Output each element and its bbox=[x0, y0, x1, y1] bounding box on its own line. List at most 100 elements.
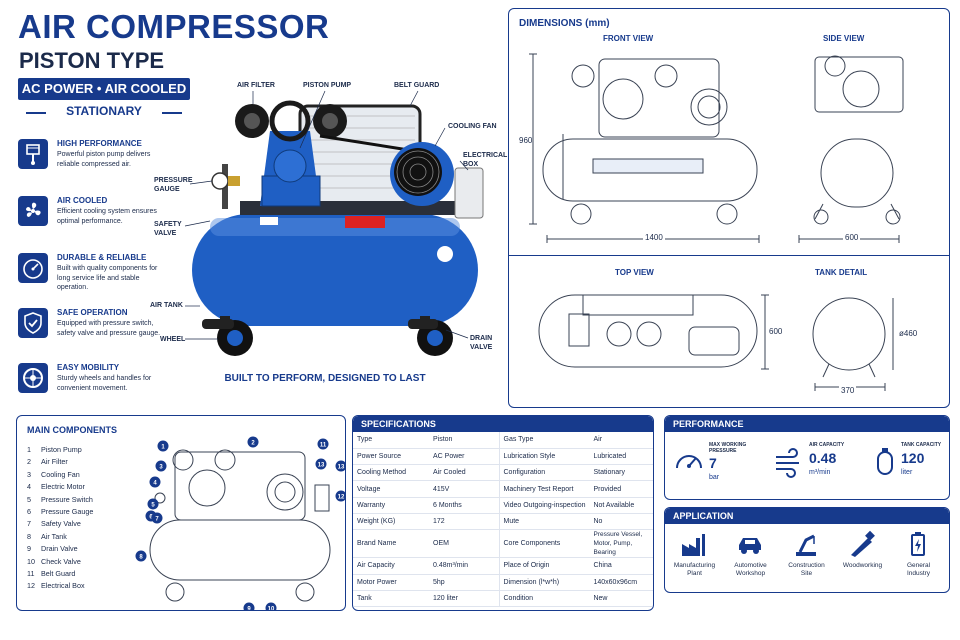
perf-air-capacity: AIR CAPACITY 0.48 m³/min bbox=[773, 440, 868, 499]
svg-text:5: 5 bbox=[151, 503, 155, 509]
spec-value: Lubricated bbox=[589, 448, 653, 466]
divider bbox=[162, 112, 182, 114]
feature-mobility: EASY MOBILITY Sturdy wheels and handles … bbox=[18, 363, 158, 413]
crane-icon bbox=[796, 534, 816, 556]
component-item: 12 Electrical Box bbox=[27, 580, 137, 592]
spec-key: Tank bbox=[353, 590, 429, 608]
svg-text:10: 10 bbox=[268, 607, 275, 611]
dimensions-title: DIMENSIONS (mm) bbox=[519, 18, 610, 29]
feature-air-cooled: AIR COOLED Efficient cooling system ensu… bbox=[18, 196, 158, 246]
component-number: 10 bbox=[27, 556, 35, 566]
perf-value: 0.48 bbox=[809, 450, 837, 466]
spec-key: Gas Type bbox=[499, 432, 590, 449]
performance-title: PERFORMANCE bbox=[665, 416, 949, 432]
component-label: Air Filter bbox=[41, 457, 68, 467]
spec-value: 0.48m³/min bbox=[429, 557, 500, 575]
side-view-label: SIDE VIEW bbox=[823, 34, 865, 43]
app-label: Automotive Workshop bbox=[734, 562, 767, 577]
component-label: Cooling Fan bbox=[41, 469, 80, 479]
component-label: Pressure Switch bbox=[41, 494, 93, 504]
spec-key: Place of Origin bbox=[499, 557, 590, 575]
component-marker: 10 bbox=[265, 602, 277, 611]
perf-label: MAX WORKING PRESSURE bbox=[709, 442, 747, 454]
component-label: Piston Pump bbox=[41, 445, 82, 454]
feature-desc: Equipped with pressure switch, safety va… bbox=[57, 320, 161, 337]
callout-piston-pump: PISTON PUMP bbox=[303, 82, 352, 89]
feature-title: EASY MOBILITY bbox=[57, 363, 120, 372]
svg-text:2: 2 bbox=[251, 441, 255, 447]
svg-text:12: 12 bbox=[338, 495, 345, 501]
spec-key: Weight (KG) bbox=[353, 513, 429, 531]
dim-top-depth: 600 bbox=[769, 327, 783, 336]
callout-electrical-box: ELECTRICAL BOX bbox=[463, 152, 508, 168]
component-number: 1 bbox=[27, 445, 31, 454]
tank-detail-label: TANK DETAIL bbox=[815, 268, 868, 277]
spec-value: 140x60x96cm bbox=[589, 574, 653, 591]
app-woodworking: Woodworking bbox=[835, 530, 890, 590]
svg-text:7: 7 bbox=[155, 517, 159, 523]
dimensions-panel: DIMENSIONS (mm) FRONT VIEW SIDE VIEW TOP… bbox=[508, 8, 950, 408]
component-marker: 1 bbox=[157, 440, 169, 452]
spec-key: Core Components bbox=[499, 529, 590, 559]
svg-text:3: 3 bbox=[159, 465, 163, 471]
specifications-title: SPECIFICATIONS bbox=[353, 416, 653, 432]
svg-text:4: 4 bbox=[153, 481, 157, 487]
spec-value: AC Power bbox=[429, 448, 500, 466]
component-marker: 11 bbox=[317, 438, 329, 450]
component-number: 12 bbox=[27, 581, 35, 591]
app-construction: Construction Site bbox=[779, 530, 834, 590]
dim-front-length: 1400 bbox=[643, 233, 665, 242]
component-marker: 8 bbox=[135, 550, 147, 562]
perf-label: TANK CAPACITY bbox=[901, 442, 942, 448]
feature-title: SAFE OPERATION bbox=[57, 308, 128, 317]
component-marker: 4 bbox=[149, 476, 161, 488]
saw-icon bbox=[851, 530, 875, 557]
svg-text:13: 13 bbox=[318, 463, 325, 469]
component-label: Check Valve bbox=[41, 556, 81, 566]
callout-cooling-fan: COOLING FAN bbox=[448, 123, 497, 130]
component-number: 3 bbox=[27, 469, 31, 479]
component-label: Electrical Box bbox=[41, 581, 85, 591]
spec-key: Configuration bbox=[499, 464, 590, 482]
perf-value: 7 bbox=[709, 455, 717, 471]
perf-label: AIR CAPACITY bbox=[809, 442, 845, 448]
spec-value: Pressure Vessel, Motor, Pump, Bearing bbox=[589, 529, 653, 559]
component-label: Safety Valve bbox=[41, 519, 81, 529]
spec-value: 120 liter bbox=[429, 590, 500, 608]
spec-key: Mute bbox=[499, 513, 590, 531]
spec-value: No bbox=[589, 513, 653, 531]
spec-key: Condition bbox=[499, 590, 590, 608]
component-marker: 13 bbox=[315, 458, 327, 470]
component-marker: 12 bbox=[335, 490, 345, 502]
component-number: 2 bbox=[27, 457, 31, 467]
spec-value: Provided bbox=[589, 480, 653, 498]
component-number: 5 bbox=[27, 494, 31, 504]
app-automotive: Automotive Workshop bbox=[723, 530, 778, 590]
callout-air-filter: AIR FILTER bbox=[237, 82, 275, 89]
component-number: 9 bbox=[27, 544, 31, 554]
feature-title: AIR COOLED bbox=[57, 196, 108, 205]
spec-key: Video Outgoing-inspection bbox=[499, 497, 590, 514]
component-marker: 7 bbox=[151, 512, 163, 524]
spec-value: China bbox=[589, 557, 653, 575]
component-item: 1 Piston Pump bbox=[27, 444, 137, 456]
component-marker: 13 bbox=[335, 460, 345, 472]
app-label: General Industry bbox=[906, 562, 931, 577]
stationary-label: STATIONARY bbox=[18, 104, 190, 118]
spec-key: Cooling Method bbox=[353, 464, 429, 482]
tank-icon bbox=[877, 448, 893, 475]
perf-value: 120 bbox=[901, 450, 925, 466]
compressor-illustration: AIR FILTER PISTON PUMP BELT GUARD COOLIN… bbox=[150, 76, 507, 376]
feature-desc: Built with quality components for long s… bbox=[57, 265, 158, 291]
spec-key: Dimension (l*w*h) bbox=[499, 574, 590, 591]
